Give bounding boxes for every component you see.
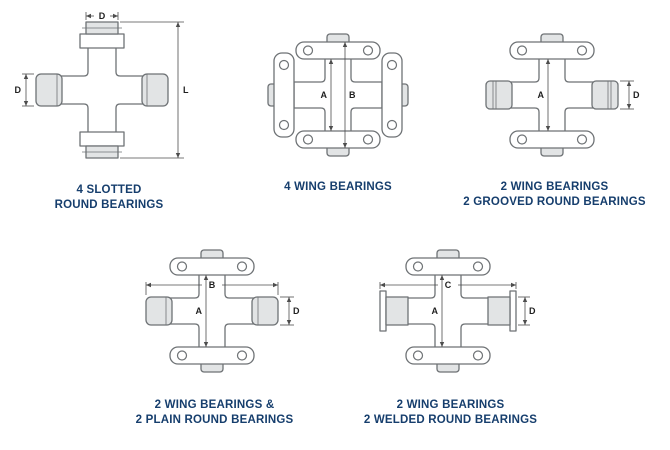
dimension-A: A [321,59,334,131]
spider-body [53,43,151,137]
dim-label-B: B [349,90,356,100]
diagram-caption: 2 WING BEARINGS 2 GROOVED ROUND BEARINGS [462,180,647,210]
dim-label-A: A [538,90,545,100]
caption-line-2: 2 GROOVED ROUND BEARINGS [463,196,646,208]
grooved-round-bearing-left [485,80,513,110]
round-bearing-left [35,73,63,107]
dimension-A: A [538,59,551,131]
wing-bearing-top [295,33,381,60]
caption-line-1: 4 WING BEARINGS [284,181,392,193]
wing-bearing-top [169,249,255,276]
caption-line-1: 2 WING BEARINGS & [154,399,275,411]
round-bearing-right [141,73,169,107]
wing-bearing-bottom [509,130,595,157]
dimension-overall-length: L [120,21,189,159]
wing-bearing-top [405,249,491,276]
spider-body [507,50,597,140]
dim-label-D: D [529,306,536,316]
dim-label-A: A [321,90,328,100]
diagram-4-slotted-round-bearings: D D L 4 SLOTTED ROUND BEARINGS [14,8,204,213]
plain-round-bearing-right [251,296,279,326]
spider-body [293,50,383,140]
wing-bearing-right [381,52,409,138]
dimension-A: A [432,275,445,347]
dim-label-L: L [183,85,189,95]
dimension-B-width: B [145,280,279,295]
plain-round-bearing-left [145,296,173,326]
caption-line-2: ROUND BEARINGS [54,199,164,211]
joint-drawing-2-wing-2-grooved: A D [485,33,640,157]
dimension-bearing-diameter-left: D [15,73,34,107]
dim-label-B: B [209,280,216,290]
dim-label-D: D [293,306,300,316]
diagram-caption: 4 WING BEARINGS [248,180,428,195]
dimension-bearing-diameter: D [518,296,536,326]
joint-drawing-2-wing-2-plain: B A D [145,249,300,373]
welded-round-bearing-left [379,290,409,332]
caption-line-1: 2 WING BEARINGS [396,399,505,411]
wing-bearing-bottom [295,130,381,157]
dim-label-D-top: D [99,11,106,21]
dimension-B: B [342,42,356,148]
dim-label-D-left: D [15,85,22,95]
dim-label-A: A [432,306,439,316]
dim-label-A: A [196,306,203,316]
wing-bearing-left [267,52,295,138]
welded-round-bearing-right [487,290,517,332]
joint-drawing-2-wing-2-welded: C A D [379,249,536,373]
grooved-round-bearing-right [591,80,619,110]
diagram-2-wing-2-welded-round: C A D 2 WING BEARINGS 2 WELDED ROUND BEA… [358,228,543,428]
caption-line-1: 4 SLOTTED [76,184,142,196]
dimension-bearing-diameter: D [280,296,300,326]
dimension-cap-width: D [85,11,119,21]
dim-label-D: D [633,90,640,100]
joint-drawing-4-slotted-round: D D L [15,11,189,159]
diagram-caption: 2 WING BEARINGS & 2 PLAIN ROUND BEARINGS [122,398,307,428]
diagram-caption: 2 WING BEARINGS 2 WELDED ROUND BEARINGS [358,398,543,428]
caption-line-1: 2 WING BEARINGS [500,181,609,193]
slotted-bearing-top [79,21,125,49]
slotted-bearing-bottom [79,131,125,159]
wing-bearing-bottom [169,346,255,373]
joint-drawing-4-wing: A B [267,33,409,157]
caption-line-2: 2 PLAIN ROUND BEARINGS [135,414,294,426]
dim-label-C: C [445,280,452,290]
diagram-2-wing-2-grooved-round: A D 2 WING BEARINGS 2 GROOVED ROUND BEAR… [462,20,647,210]
wing-bearing-bottom [405,346,491,373]
dimension-C-width: C [379,280,517,290]
caption-line-2: 2 WELDED ROUND BEARINGS [363,414,538,426]
wing-bearing-top [509,33,595,60]
dimension-A: A [196,275,209,347]
diagram-caption: 4 SLOTTED ROUND BEARINGS [14,183,204,213]
diagram-4-wing-bearings: A B 4 WING BEARINGS [248,20,428,195]
dimension-bearing-diameter: D [620,80,640,110]
diagram-2-wing-2-plain-round: B A D 2 WING BEARINGS & 2 PLAIN ROUND BE… [122,228,307,428]
